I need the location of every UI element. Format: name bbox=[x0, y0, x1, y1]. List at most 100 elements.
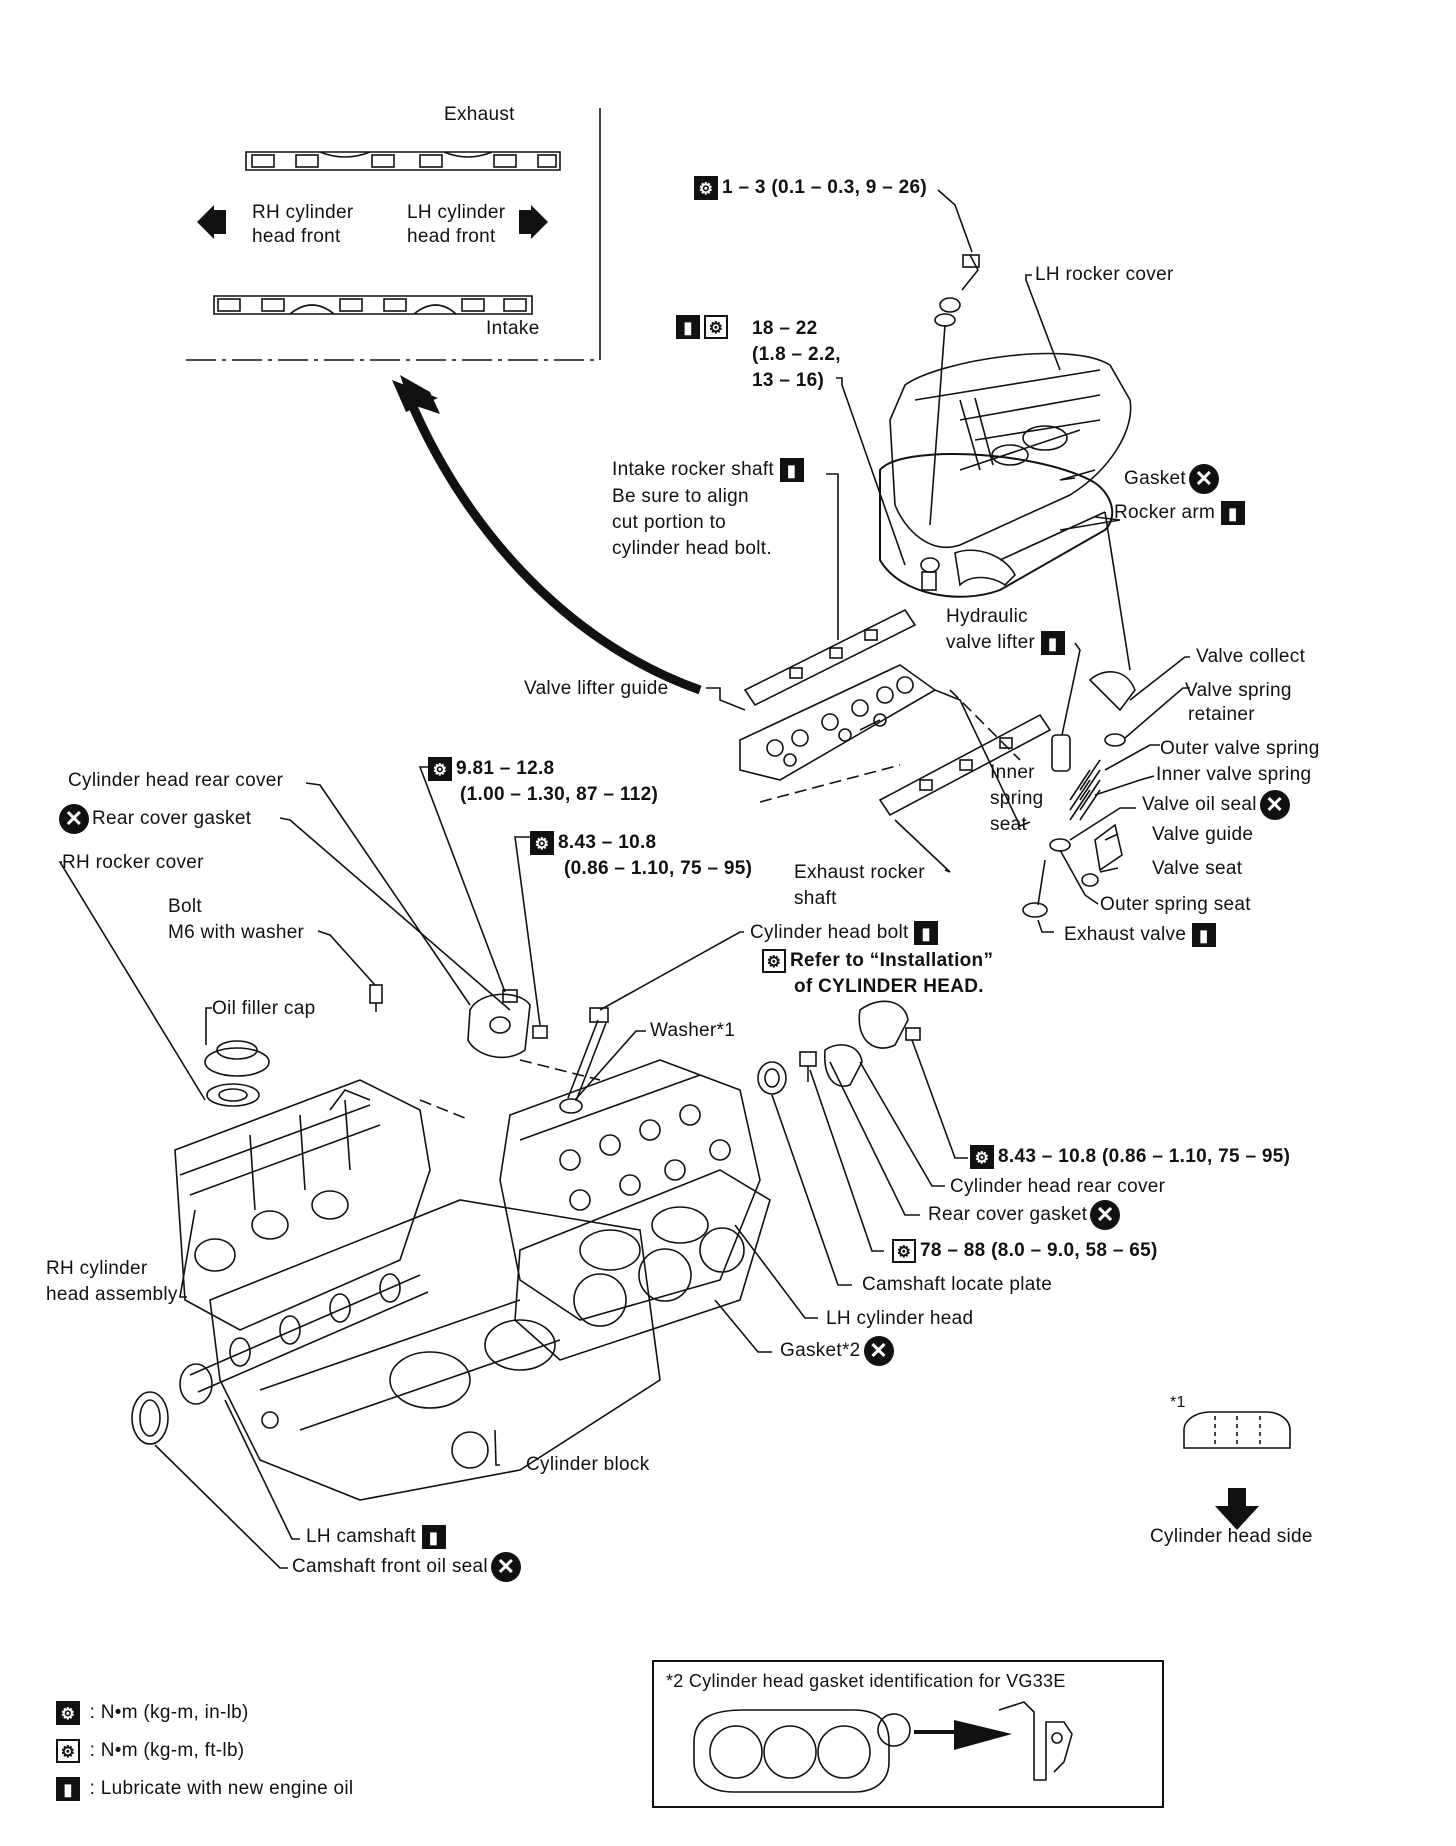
torque-78-label: ⚙78 – 88 (8.0 – 9.0, 58 – 65) bbox=[892, 1238, 1158, 1264]
inset-rh-front-line2: head front bbox=[252, 226, 341, 247]
valve-spring-retainer-line1: Valve spring bbox=[1185, 680, 1292, 701]
bolt-line1: Bolt bbox=[168, 896, 202, 917]
torque-ft-lb-icon: ⚙ bbox=[892, 1238, 916, 1263]
lh-rocker-cover-label: LH rocker cover bbox=[1035, 264, 1174, 285]
torque-ft-lb-icon: ⚙ bbox=[56, 1738, 80, 1763]
right-arrow bbox=[531, 205, 548, 239]
intake-rocker-shaft-label: Intake rocker shaft ▮ bbox=[612, 457, 808, 483]
lubricate-icon: ▮ bbox=[779, 457, 804, 482]
oil-filler-cap bbox=[204, 1040, 270, 1107]
cyl-head-rear-cover-2-label: Cylinder head rear cover bbox=[950, 1176, 1166, 1197]
inset-frame bbox=[186, 108, 601, 361]
lubricate-icon: ▮ bbox=[1220, 500, 1245, 525]
torque-top-callout: ⚙1 – 3 (0.1 – 0.3, 9 – 26) bbox=[694, 175, 927, 201]
torque-843b-label: ⚙8.43 – 10.8 (0.86 – 1.10, 75 – 95) bbox=[970, 1144, 1290, 1170]
torque-in-lb-icon: ⚙ bbox=[428, 756, 452, 781]
torque-18-line3: 13 – 16) bbox=[752, 370, 825, 391]
washer-note-marker: *1 bbox=[1170, 1394, 1186, 1411]
intake-rocker-shaft-line3: cut portion to bbox=[612, 512, 727, 533]
inset-lh-front-line2: head front bbox=[407, 226, 496, 247]
torque-in-lb-icon: ⚙ bbox=[530, 830, 554, 855]
torque-981-line1: ⚙9.81 – 12.8 bbox=[428, 756, 554, 782]
lh-camshaft bbox=[179, 1273, 429, 1405]
torque-in-lb-icon: ⚙ bbox=[694, 175, 718, 200]
oil-filler-cap-label: Oil filler cap bbox=[212, 998, 316, 1019]
legend-in-lb: ⚙ : N•m (kg-m, in-lb) bbox=[56, 1700, 249, 1726]
cylinder-head-bolt-label: Cylinder head bolt ▮ bbox=[750, 920, 942, 946]
inner-spring-seat-line1: Inner bbox=[990, 762, 1035, 783]
gasket-arrow bbox=[954, 1720, 1012, 1750]
camshaft-front-oil-seal-label: Camshaft front oil seal✕ bbox=[292, 1552, 524, 1582]
inset-rh-front-line1: RH cylinder bbox=[252, 202, 354, 223]
inner-spring-seat-line2: spring bbox=[990, 788, 1044, 809]
rh-cyl-head-assembly-line2: head assembly bbox=[46, 1284, 178, 1305]
cylinder-block-label: Cylinder block bbox=[526, 1454, 650, 1475]
torque-843a-line2: (0.86 – 1.10, 75 – 95) bbox=[564, 858, 753, 879]
lubricate-icon: ▮ bbox=[914, 920, 939, 945]
lubricate-icon: ▮ bbox=[1191, 922, 1216, 947]
washer-label: Washer*1 bbox=[650, 1020, 736, 1041]
replace-icon: ✕ bbox=[1259, 790, 1290, 820]
torque-in-lb-icon: ⚙ bbox=[56, 1700, 80, 1725]
lubricate-icon: ▮ bbox=[1040, 630, 1065, 655]
lh-cylinder-head bbox=[499, 1059, 761, 1321]
gasket-identification-title: *2 Cylinder head gasket identification f… bbox=[666, 1671, 1066, 1691]
gasket-identification-box: *2 Cylinder head gasket identification f… bbox=[652, 1660, 1164, 1808]
replace-icon: ✕ bbox=[1189, 464, 1219, 494]
valve-lifter-guide bbox=[739, 664, 937, 781]
torque-18-line1: 18 – 22 bbox=[752, 318, 818, 339]
gasket-2-label: Gasket*2✕ bbox=[780, 1336, 897, 1366]
cyl-head-rear-cover-label: Cylinder head rear cover bbox=[68, 770, 284, 791]
refer-install-line2: of CYLINDER HEAD. bbox=[794, 976, 984, 997]
torque-ft-lb-icon: ⚙ bbox=[704, 314, 728, 339]
rh-rocker-cover-label: RH rocker cover bbox=[62, 852, 204, 873]
replace-icon: ✕ bbox=[863, 1336, 894, 1366]
intake-gasket-strip bbox=[213, 295, 533, 315]
lubricate-icon: ▮ bbox=[676, 314, 700, 339]
rear-cover-gasket-2-label: Rear cover gasket✕ bbox=[928, 1200, 1123, 1230]
lubricate-icon: ▮ bbox=[56, 1776, 80, 1801]
torque-ft-lb-icon: ⚙ bbox=[762, 948, 786, 973]
inner-spring-seat-line3: seat bbox=[990, 814, 1028, 835]
exhaust-rocker-shaft-line2: shaft bbox=[794, 888, 837, 909]
exhaust-gasket-strip bbox=[245, 151, 561, 171]
gasket-identification-drawing bbox=[693, 1701, 1073, 1793]
bolt-line2: M6 with washer bbox=[168, 922, 305, 943]
exhaust-valve-label: Exhaust valve ▮ bbox=[1064, 922, 1220, 948]
torque-in-lb-icon: ⚙ bbox=[970, 1144, 994, 1169]
replace-icon: ✕ bbox=[59, 804, 89, 834]
refer-install-line1: ⚙Refer to “Installation” bbox=[762, 948, 993, 974]
inset-exhaust-label: Exhaust bbox=[444, 104, 515, 125]
valve-collect-label: Valve collect bbox=[1196, 646, 1306, 667]
legend-ft-lb: ⚙ : N•m (kg-m, ft-lb) bbox=[56, 1738, 244, 1764]
gasket-label: Gasket✕ bbox=[1124, 464, 1222, 494]
torque-18-icons: ▮⚙ bbox=[676, 314, 732, 340]
valve-guide-label: Valve guide bbox=[1152, 824, 1254, 845]
replace-icon: ✕ bbox=[1090, 1200, 1121, 1230]
rocker-arm-label: Rocker arm ▮ bbox=[1114, 500, 1249, 526]
rh-cyl-head-assembly-line1: RH cylinder bbox=[46, 1258, 148, 1279]
cylinder-head-side-label: Cylinder head side bbox=[1150, 1526, 1313, 1547]
rear-cover-gasket-label: ✕Rear cover gasket bbox=[56, 804, 251, 834]
legend-lubricate: ▮ : Lubricate with new engine oil bbox=[56, 1776, 353, 1802]
outer-spring-seat-label: Outer spring seat bbox=[1100, 894, 1251, 915]
camshaft-locate-plate-label: Camshaft locate plate bbox=[862, 1274, 1053, 1295]
inset-intake-label: Intake bbox=[486, 318, 540, 339]
hydraulic-lifter-line1: Hydraulic bbox=[946, 606, 1028, 627]
lh-camshaft-label: LH camshaft ▮ bbox=[306, 1524, 450, 1550]
cylinder-block bbox=[209, 1199, 661, 1501]
inner-valve-spring-label: Inner valve spring bbox=[1156, 764, 1312, 785]
left-arrow bbox=[197, 205, 214, 239]
valve-oil-seal-label: Valve oil seal✕ bbox=[1142, 790, 1293, 820]
torque-18-line2: (1.8 – 2.2, bbox=[752, 344, 841, 365]
valve-spring-retainer-line2: retainer bbox=[1188, 704, 1255, 725]
exhaust-rocker-shaft-line1: Exhaust rocker bbox=[794, 862, 925, 883]
intake-rocker-shaft bbox=[743, 608, 917, 707]
intake-rocker-shaft-line4: cylinder head bolt. bbox=[612, 538, 772, 559]
inset-lh-front-line1: LH cylinder bbox=[407, 202, 506, 223]
down-arrow bbox=[1215, 1506, 1259, 1530]
valve-seat-label: Valve seat bbox=[1152, 858, 1243, 879]
intake-rocker-shaft-line2: Be sure to align bbox=[612, 486, 749, 507]
exhaust-rocker-shaft bbox=[878, 713, 1052, 817]
